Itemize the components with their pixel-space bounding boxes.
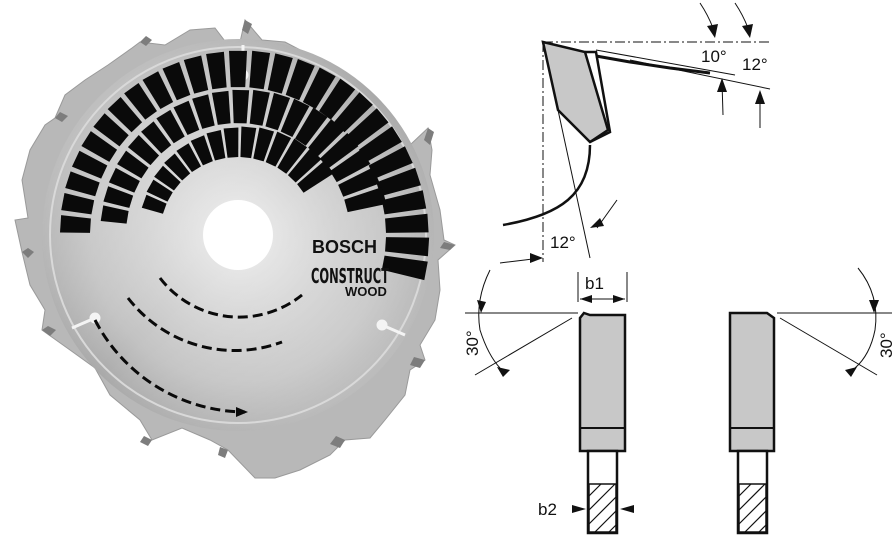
right-bevel-angle-label: 30° <box>877 332 896 358</box>
slot-block <box>385 237 430 257</box>
slot-block <box>308 119 344 157</box>
slot-block <box>381 255 428 281</box>
slot-block <box>173 100 200 136</box>
slot-block <box>295 107 328 146</box>
slot-block <box>280 98 310 138</box>
tooth-tip-profile <box>541 40 610 144</box>
slot-block <box>347 108 389 147</box>
slot-block <box>146 179 173 202</box>
slot-block <box>368 146 413 179</box>
plate-thickness-label: b2 <box>538 500 557 519</box>
slot-block <box>103 186 134 208</box>
brand-logo: BOSCH <box>312 237 377 257</box>
slot-block <box>285 59 315 101</box>
slot-block <box>319 78 356 120</box>
tooth-width-label: b1 <box>585 274 604 293</box>
slot-block <box>344 187 387 213</box>
left-bevel-angle-label: 30° <box>463 330 482 356</box>
dimension-arrowheads <box>530 24 765 263</box>
slot-block <box>117 150 149 179</box>
slot-block <box>385 213 429 233</box>
slot-block <box>183 55 209 94</box>
slot-block <box>93 113 129 147</box>
slot-block <box>228 50 248 88</box>
slot-block <box>376 167 421 197</box>
slot-block <box>333 92 373 133</box>
slot-block <box>319 133 359 169</box>
technical-drawing: 10° 12° 12° <box>463 2 896 535</box>
slot-block <box>176 143 202 173</box>
saw-blade-illustration: BOSCH CONSTRUCT WOOD <box>14 18 456 479</box>
saw-blade-graphic: BOSCH CONSTRUCT WOOD <box>14 18 456 479</box>
gullet-curve <box>502 144 592 227</box>
slot-block <box>190 135 213 166</box>
slot-block <box>127 135 160 166</box>
slot-block <box>249 89 270 126</box>
decorative-ring-blocks <box>60 50 430 281</box>
slot-block <box>141 121 172 154</box>
clearance-angle-top-label: 12° <box>742 55 768 74</box>
rotation-arrow-icon <box>236 407 248 417</box>
slot-block <box>265 92 291 131</box>
slot-block <box>232 89 250 124</box>
arbor-hole <box>203 200 273 270</box>
slot-block <box>60 215 91 233</box>
slot-block <box>108 167 140 193</box>
left-arrowheads <box>477 295 634 513</box>
tooth-body-outline <box>585 50 612 144</box>
slot-block <box>81 131 118 162</box>
slot-block <box>107 97 143 133</box>
slot-block <box>358 126 402 162</box>
product-name-wood: WOOD <box>345 284 387 299</box>
slot-block <box>381 190 427 215</box>
slot-block <box>71 150 108 179</box>
slot-block <box>124 82 157 120</box>
slot-block <box>287 148 322 183</box>
slot-block <box>164 153 191 181</box>
slot-block <box>223 127 239 158</box>
rotation-dashes <box>93 277 303 414</box>
slot-block <box>192 94 215 129</box>
slot-block <box>65 171 100 197</box>
slot-block <box>162 62 191 101</box>
clearance-angle-bottom-label: 12° <box>550 233 576 252</box>
slot-block <box>267 53 293 94</box>
slot-block <box>329 149 371 183</box>
slot-block <box>211 90 231 125</box>
right-arrowheads <box>845 300 879 377</box>
slot-block <box>249 50 271 90</box>
slot-block <box>206 130 226 161</box>
slot-block <box>156 109 185 144</box>
slot-block <box>297 160 334 193</box>
slot-block <box>100 205 129 224</box>
product-name-construct: CONSTRUCT <box>311 264 389 288</box>
slot-block <box>338 167 380 197</box>
slot-block <box>240 126 257 159</box>
slot-block <box>206 51 227 90</box>
slot-block <box>277 138 308 174</box>
slot-block <box>61 193 95 215</box>
slot-block <box>154 165 181 191</box>
slot-block <box>141 194 167 214</box>
left-hatch <box>588 483 617 533</box>
tooth-geometry-drawing: 10° 12° 12° <box>460 0 896 541</box>
slot-block <box>253 127 275 162</box>
right-hatch <box>738 483 767 533</box>
tooth-top-face <box>595 54 711 75</box>
slot-block <box>302 67 336 109</box>
slot-block <box>142 71 174 109</box>
slot-block <box>265 131 292 167</box>
hook-angle-label: 10° <box>701 47 727 66</box>
